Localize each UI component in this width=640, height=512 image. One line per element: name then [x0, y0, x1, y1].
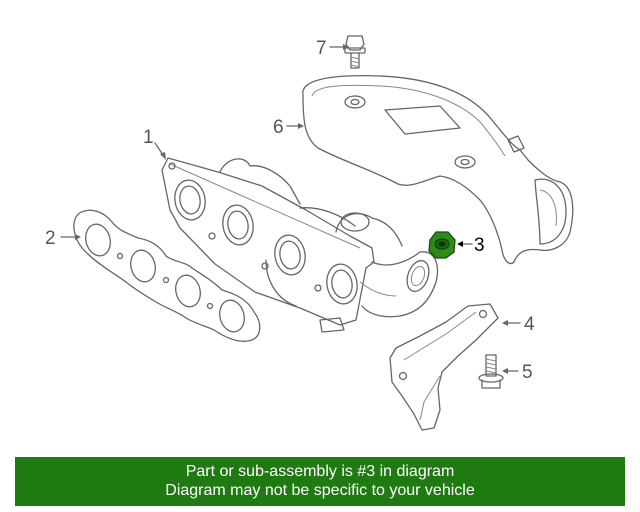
- banner-line-2: Diagram may not be specific to your vehi…: [165, 482, 475, 499]
- callout-5: 5: [522, 362, 533, 383]
- callout-2: 2: [45, 228, 56, 249]
- callout-3: 3: [474, 235, 485, 256]
- part-6-heat-shield[interactable]: [302, 74, 574, 265]
- info-banner: Part or sub-assembly is #3 in diagram Di…: [15, 457, 625, 506]
- callout-4: 4: [524, 314, 535, 335]
- callout-leaders: [60, 46, 521, 372]
- callout-7: 7: [316, 38, 327, 59]
- part-1-exhaust-manifold[interactable]: [161, 157, 439, 333]
- part-4-bracket[interactable]: [389, 303, 499, 431]
- part-7-bolt[interactable]: [344, 35, 366, 69]
- callout-arrowheads: [75, 44, 508, 374]
- exploded-parts-diagram: 1 2 3 4 5 6 7: [45, 35, 574, 431]
- part-5-bolt[interactable]: [478, 354, 504, 389]
- part-2-gasket[interactable]: [73, 209, 261, 342]
- callout-1: 1: [143, 127, 154, 148]
- part-3-nut[interactable]: [428, 231, 456, 259]
- callout-6: 6: [273, 117, 284, 138]
- banner-line-1: Part or sub-assembly is #3 in diagram: [185, 463, 455, 480]
